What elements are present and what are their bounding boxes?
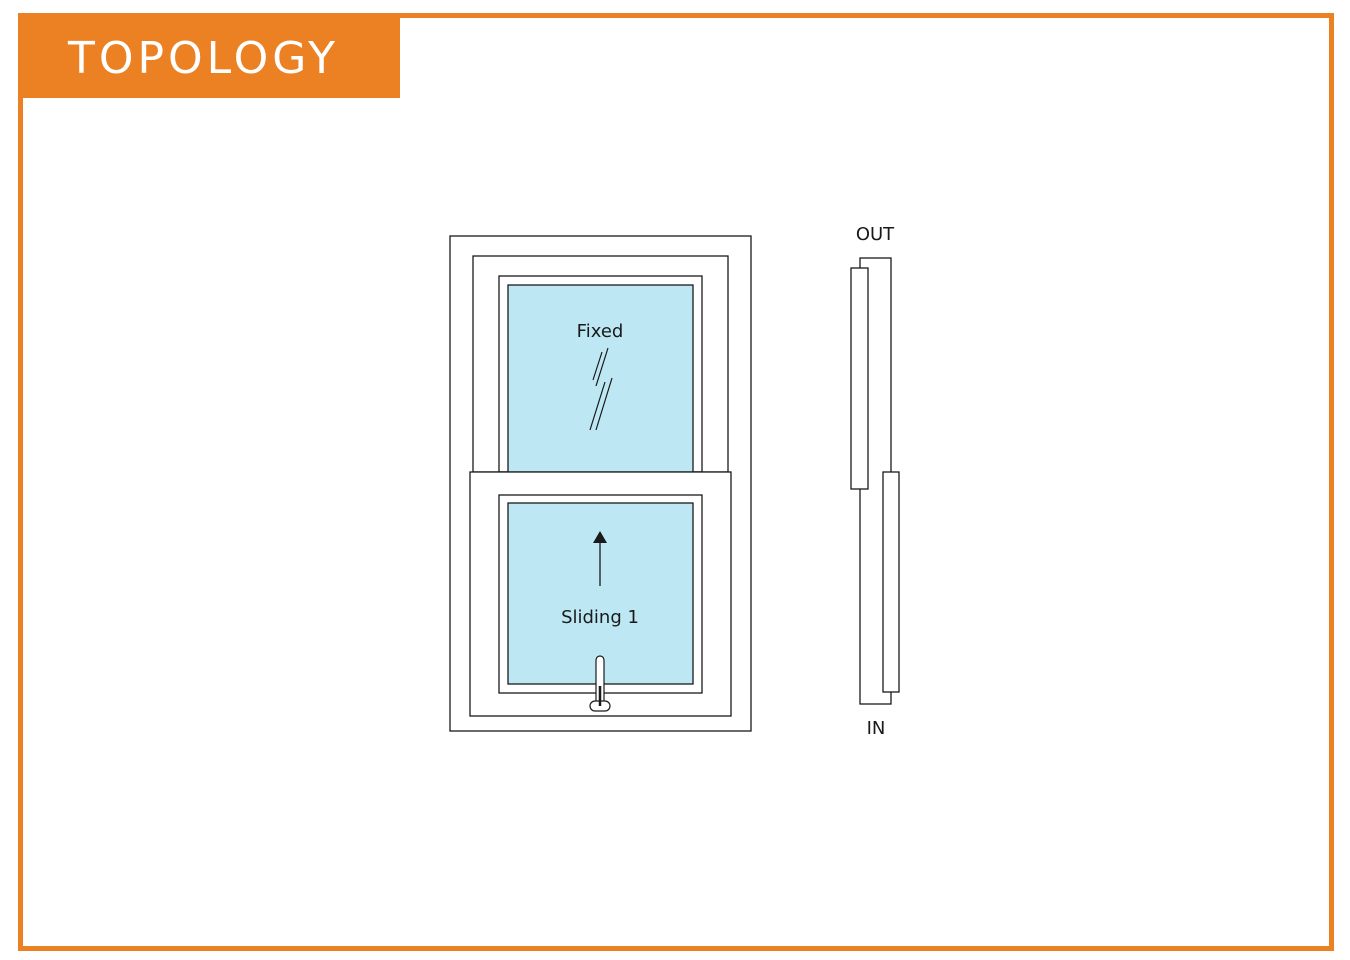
section-upper-sash xyxy=(850,267,869,490)
page-border xyxy=(18,13,1334,951)
section-view xyxy=(850,257,900,705)
section-lower-sash xyxy=(882,471,900,693)
upper-glass-pane xyxy=(507,284,694,473)
inside-label: IN xyxy=(867,718,886,739)
outer-frame xyxy=(449,235,752,732)
outside-label: OUT xyxy=(856,224,895,245)
lower-sash-label: Sliding 1 xyxy=(561,607,639,628)
sash-handle-icon xyxy=(589,655,611,712)
arrow-up-icon xyxy=(593,531,607,586)
page-title: TOPOLOGY xyxy=(68,32,340,84)
glass-reflection-icon xyxy=(589,347,613,431)
upper-sash-label: Fixed xyxy=(577,321,624,342)
title-banner: TOPOLOGY xyxy=(23,18,400,98)
